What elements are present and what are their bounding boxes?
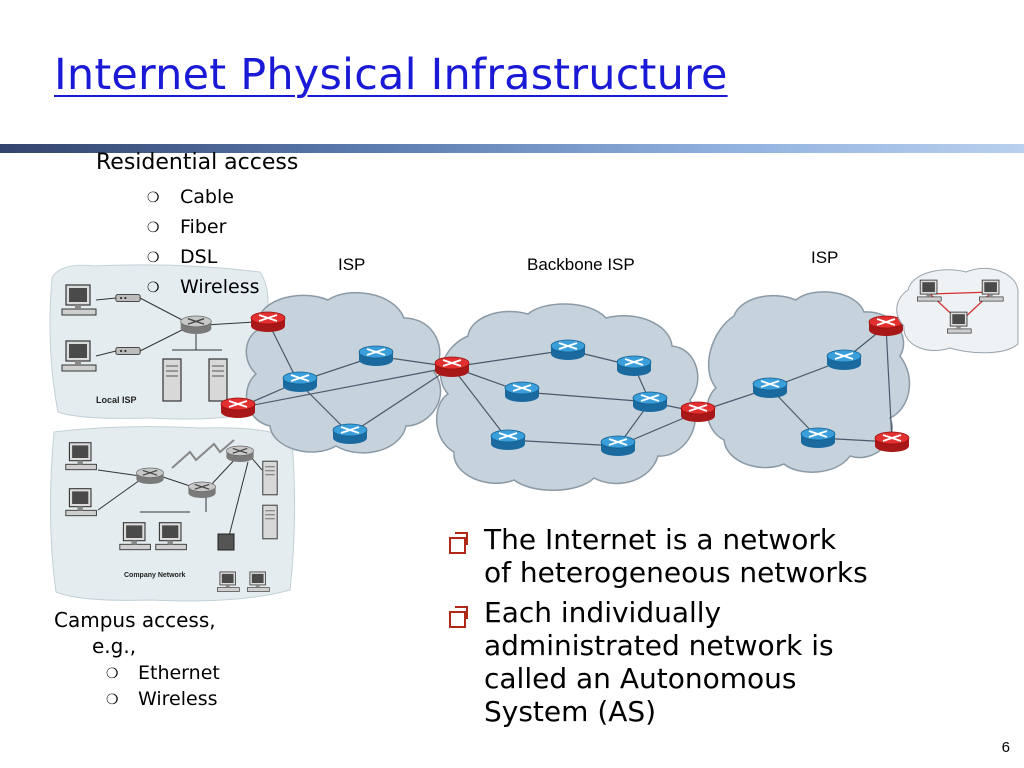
campus-ethernet-marker-icon: ❍ xyxy=(106,666,119,682)
bullet-2-line-1: Each individually xyxy=(484,596,722,629)
isp-right-label: ISP xyxy=(811,248,838,267)
bullet-2-line-4: System (AS) xyxy=(484,695,657,728)
campus-wireless-marker-icon: ❍ xyxy=(106,692,119,708)
bullet-2-line-3: called an Autonomous xyxy=(484,662,797,695)
company-network-label: Company Network xyxy=(124,572,186,579)
bullet-2-line-2: administrated network is xyxy=(484,629,834,662)
company-network-inset: Company Network xyxy=(49,426,296,602)
bullet-1-box-icon xyxy=(449,532,468,554)
campus-access-heading: Campus access, xyxy=(54,608,216,632)
isp-left-label: ISP xyxy=(338,255,365,274)
home-network-inset xyxy=(896,267,1019,354)
residential-item-fiber: Fiber xyxy=(180,216,227,238)
bullet-1-line-2: of heterogeneous networks xyxy=(484,556,868,589)
title-divider-bar xyxy=(0,144,1024,153)
slide-title: Internet Physical Infrastructure xyxy=(54,50,728,100)
backbone-isp-label: Backbone ISP xyxy=(527,255,635,274)
bullet-1-line-1: The Internet is a network xyxy=(484,523,837,556)
residential-fiber-marker-icon: ❍ xyxy=(147,220,160,236)
bullet-2-box-icon xyxy=(449,606,468,628)
residential-access-heading: Residential access xyxy=(96,150,299,175)
campus-item-ethernet: Ethernet xyxy=(138,662,220,684)
residential-item-dsl: DSL xyxy=(180,246,218,268)
residential-dsl-marker-icon: ❍ xyxy=(147,250,160,266)
local-isp-inset: Local ISP xyxy=(49,264,269,420)
residential-cable-marker-icon: ❍ xyxy=(147,190,160,206)
residential-item-wireless: Wireless xyxy=(180,276,260,298)
campus-access-eg: e.g., xyxy=(92,634,137,658)
local-isp-label: Local ISP xyxy=(96,395,137,405)
campus-item-wireless: Wireless xyxy=(138,688,218,710)
residential-wireless-marker-icon: ❍ xyxy=(147,280,160,296)
residential-item-cable: Cable xyxy=(180,186,234,208)
page-number: 6 xyxy=(1001,739,1010,756)
